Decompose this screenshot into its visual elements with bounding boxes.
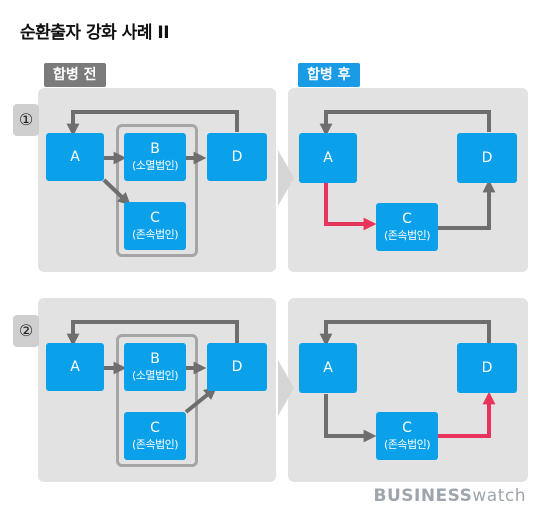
arrow-d-to-a-case1-after	[319, 110, 491, 137]
case-number-2: ②	[13, 315, 39, 347]
node-b-case2-before: B(소멸법인)	[124, 343, 186, 391]
arrow-a-to-c-case1-after	[324, 183, 377, 231]
case-number-1: ①	[13, 104, 39, 136]
arrow-d-to-a-case1-before	[66, 110, 239, 137]
arrow-d-to-a-case2-before	[66, 320, 239, 347]
brand-logo: BUSINESSwatch	[373, 486, 526, 506]
node-c-case1-before: C(존속법인)	[124, 202, 186, 250]
node-a-case2-before: A	[46, 343, 104, 391]
arrow-a-to-c-case1-before	[102, 178, 131, 206]
node-b-case1-before: B(소멸법인)	[124, 133, 186, 181]
node-c-case2-before: C(존속법인)	[124, 412, 186, 460]
node-c-case2-after: C(존속법인)	[376, 412, 438, 460]
node-a-case1-after: A	[299, 133, 357, 183]
transition-chevron-case2	[278, 360, 294, 416]
arrow-d-to-a-case2-after	[319, 320, 491, 347]
tag-after-merger: 합병 후	[298, 63, 360, 87]
node-d-case2-before: D	[207, 343, 267, 391]
page-title: 순환출자 강화 사례 II	[20, 23, 170, 43]
arrow-c-to-d-case1-after	[438, 179, 496, 230]
tag-before-merger: 합병 전	[44, 63, 106, 87]
merger-group-case2	[116, 334, 198, 467]
node-d-case1-before: D	[207, 133, 267, 181]
transition-chevron-case1	[278, 150, 294, 206]
arrow-c-to-d-case2-after	[438, 391, 496, 438]
node-c-case1-after: C(존속법인)	[376, 203, 438, 251]
node-a-case2-after: A	[299, 343, 357, 393]
node-d-case2-after: D	[457, 343, 517, 393]
node-a-case1-before: A	[46, 133, 104, 181]
arrow-c-to-d-case2-before	[184, 386, 217, 414]
node-d-case1-after: D	[457, 133, 517, 183]
arrow-a-to-c-case2-after	[324, 394, 377, 443]
